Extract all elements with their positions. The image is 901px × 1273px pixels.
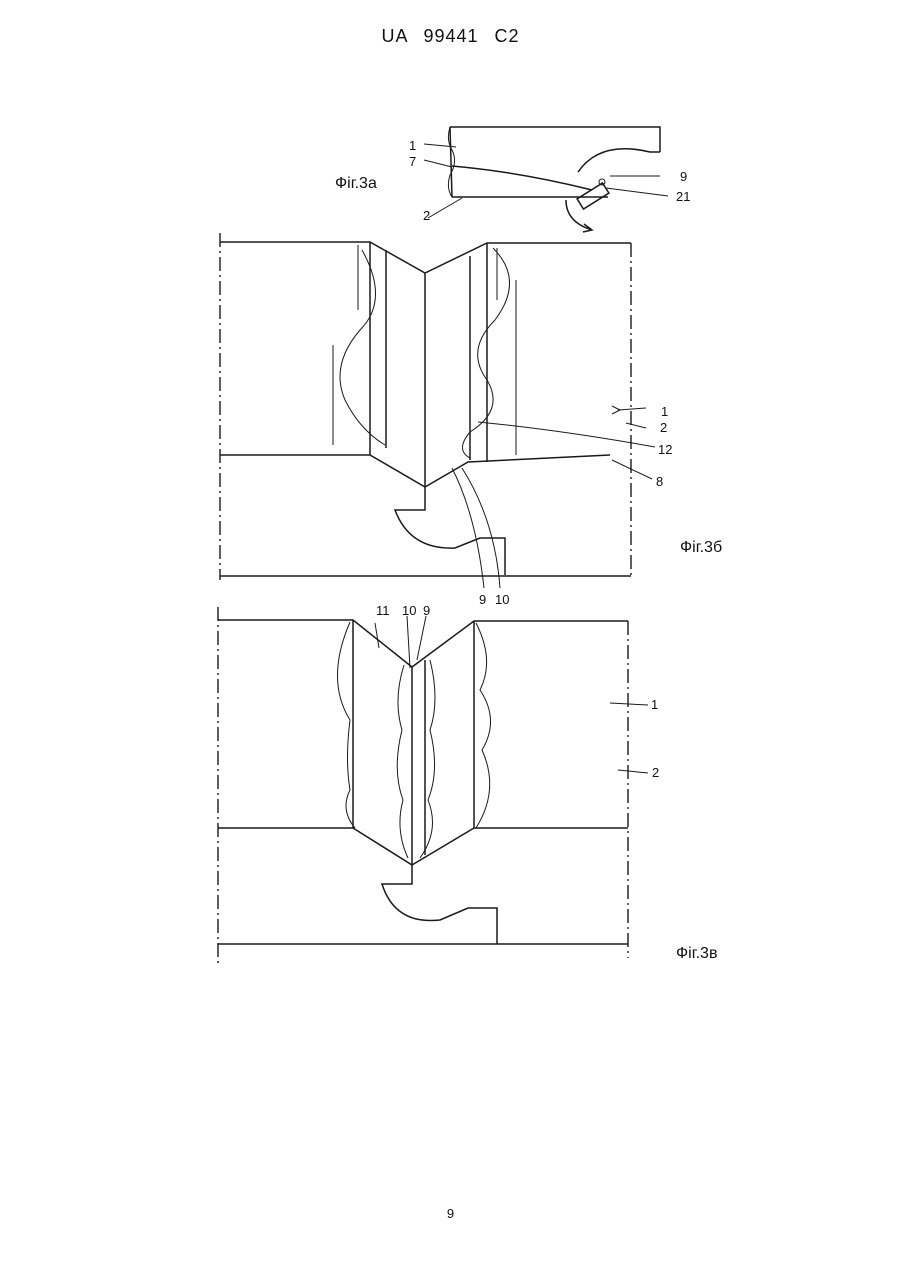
fig3b-label-12: 12 <box>658 442 672 457</box>
fig3c-label-10: 10 <box>402 603 416 618</box>
figure-3c: Фіг.3в 11 10 9 1 2 <box>218 603 717 965</box>
fig3a-caption: Фіг.3а <box>335 175 377 192</box>
fig3a-label-9: 9 <box>680 169 687 184</box>
fig3a-upper-plate <box>450 127 660 197</box>
fig3b-caption: Фіг.3б <box>680 539 722 556</box>
fig3b-groove-walls <box>370 242 487 462</box>
fig3c-right-weave <box>476 623 491 828</box>
fig3a-label-1: 1 <box>409 138 416 153</box>
fig3b-label-8: 8 <box>656 474 663 489</box>
fig3c-label-11: 11 <box>376 603 390 618</box>
fig3c-label-2: 2 <box>652 765 659 780</box>
fig3b-label-10: 10 <box>495 592 509 607</box>
fig3c-center-weave <box>397 660 435 858</box>
figure-3b: Фіг.3б 1 2 12 8 9 10 <box>220 233 722 607</box>
fig3c-label-1: 1 <box>651 697 658 712</box>
fig3b-label-2: 2 <box>660 420 667 435</box>
fig3b-label-9: 9 <box>479 592 486 607</box>
fig3b-left-weave <box>333 245 385 445</box>
fig3b-electrode-leaders <box>452 468 500 588</box>
fig3a-label-21: 21 <box>676 189 690 204</box>
fig3c-label-9: 9 <box>423 603 430 618</box>
fig3c-bottom-edge <box>218 828 628 865</box>
fig3a-rotation-arrow <box>566 200 592 232</box>
fig3c-caption: Фіг.3в <box>676 945 717 962</box>
fig3b-bottom-edge <box>220 455 610 487</box>
fig3c-groove-walls <box>353 620 474 865</box>
fig3a-label-7: 7 <box>409 154 416 169</box>
fig3b-top-edge <box>220 242 631 273</box>
fig3a-label-2: 2 <box>423 208 430 223</box>
page-number: 9 <box>0 1206 901 1221</box>
fig3a-bevel-line <box>452 166 592 190</box>
fig3b-torch-arc <box>395 487 505 575</box>
fig3a-torch-arc <box>578 149 660 172</box>
fig3b-label-1: 1 <box>661 404 668 419</box>
fig3c-top-edge <box>218 620 628 667</box>
figure-3a: Фіг.3а 1 7 2 9 21 <box>335 127 690 232</box>
fig3c-torch-arc <box>382 865 497 944</box>
